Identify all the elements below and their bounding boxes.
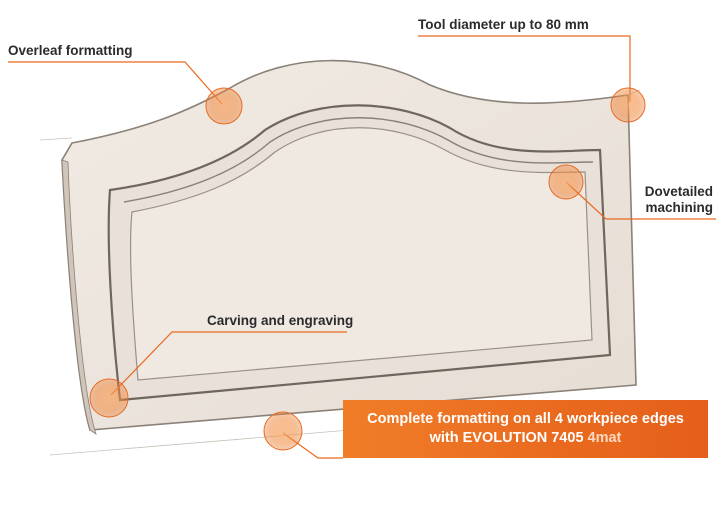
banner-line1: Complete formatting on all 4 workpiece e… xyxy=(367,411,684,427)
banner-line2: with EVOLUTION 7405 4mat xyxy=(343,429,708,448)
summary-banner: Complete formatting on all 4 workpiece e… xyxy=(343,400,708,458)
highlight-tool xyxy=(610,87,646,123)
leader-tool xyxy=(418,35,631,102)
highlight-edge xyxy=(263,411,303,451)
banner-line2-prefix: with EVOLUTION 7405 xyxy=(429,430,588,446)
label-overleaf-formatting: Overleaf formatting xyxy=(8,43,133,58)
leader-overleaf xyxy=(8,61,223,105)
label-dovetailed-machining: Dovetailed machining xyxy=(645,184,713,216)
door-inner-panel xyxy=(129,127,593,381)
sketch-line xyxy=(39,137,73,141)
banner-line2-accent: 4mat xyxy=(587,430,622,446)
label-dovetailed-line1: Dovetailed xyxy=(644,184,713,199)
highlight-carving xyxy=(89,378,129,418)
highlight-dovetail xyxy=(548,164,584,200)
leader-dovetail xyxy=(565,181,716,220)
label-carving-engraving: Carving and engraving xyxy=(207,313,354,328)
panel-bevel xyxy=(123,117,594,203)
door-edge xyxy=(61,159,97,435)
highlight-overleaf xyxy=(205,87,243,125)
label-dovetailed-line2: machining xyxy=(645,200,713,215)
label-tool-diameter: Tool diameter up to 80 mm xyxy=(418,17,589,32)
leader-carving xyxy=(110,331,347,396)
